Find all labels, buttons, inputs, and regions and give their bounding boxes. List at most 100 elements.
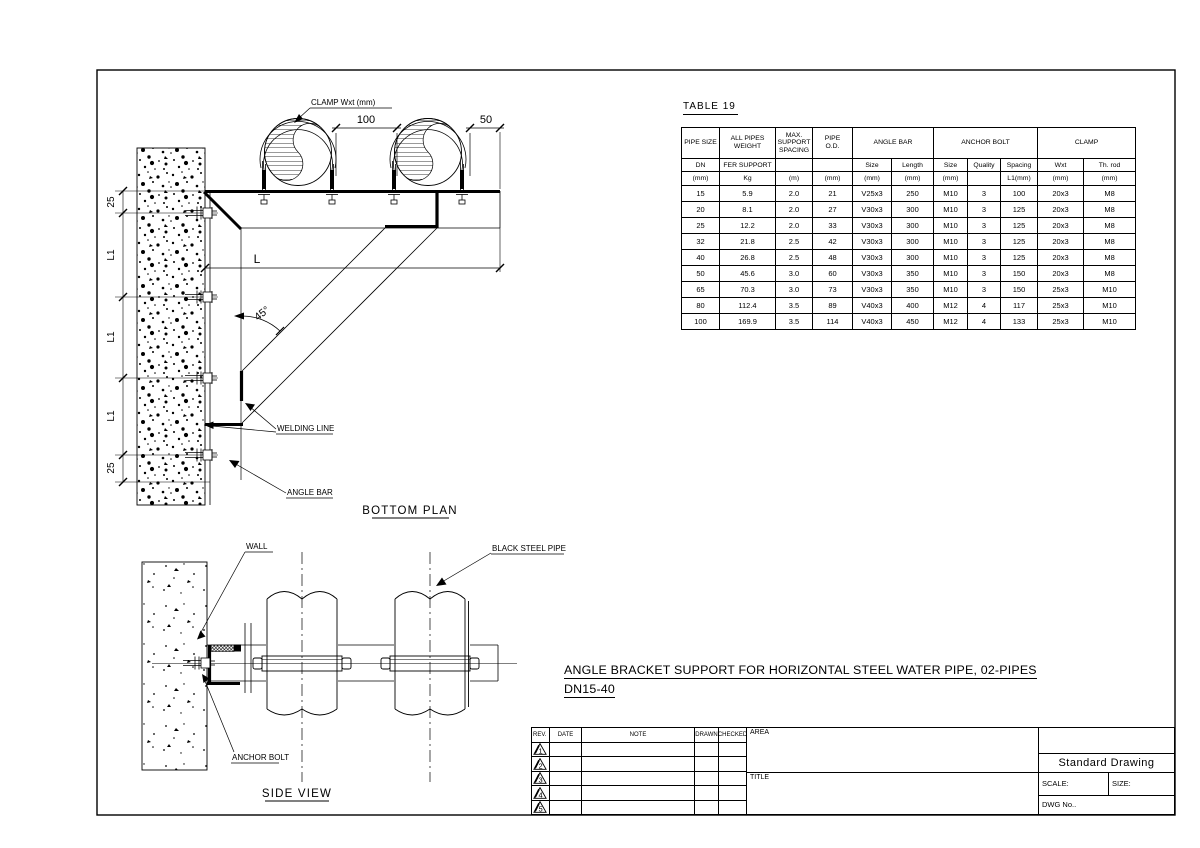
table-cell: 4 [967,313,1001,330]
rev-empty-cell [582,742,695,756]
table-cell: V40x3 [852,313,892,330]
column-subheader: Size [933,158,968,172]
revision-triangle-icon: 2 [533,757,547,770]
dim-l1-b: L1 [106,331,117,343]
table-cell: 112.4 [719,297,776,314]
table-cell: V30x3 [852,201,892,218]
table-cell: V30x3 [852,265,892,282]
table-cell: V25x3 [852,185,892,202]
standard-drawing-cell: Standard Drawing [1039,754,1174,773]
column-group-header: CLAMP [1037,127,1137,159]
dim-100: 100 [357,114,375,126]
rev-empty-cell [550,742,582,756]
scale-label: SCALE: [1042,779,1069,788]
table-cell: 3.5 [775,313,813,330]
table-cell: 125 [999,233,1039,250]
dim-25-top: 25 [106,196,117,208]
table-cell: 350 [891,265,934,282]
rev-empty-cell [550,771,582,785]
pipe-2-plan [387,118,469,205]
column-group-header: ANCHOR BOLT [932,127,1039,159]
rev-empty-cell [719,772,746,786]
table-cell: 26.8 [719,249,776,266]
column-unit: L1(mm) [999,171,1039,186]
table-cell: M10 [933,201,968,218]
table-cell: 133 [999,313,1039,330]
table-cell: 40 [681,249,720,266]
sheet-border [96,69,1176,816]
scale-cell: SCALE: [1039,773,1109,795]
column-unit: (mm) [1083,171,1137,186]
table-cell: 12.2 [719,217,776,234]
column-unit: Kg [719,171,776,186]
logo-cell [1039,728,1174,754]
table-cell: 100 [681,313,720,330]
table-cell: 117 [999,297,1039,314]
area-label: AREA [750,729,770,736]
column-unit: (mm) [681,171,720,186]
table-cell: 20x3 [1037,185,1085,202]
pipe-2-side [394,588,470,716]
table-cell: 300 [891,233,934,250]
dim-angle-45: 45° [252,304,272,323]
table-cell: 150 [999,265,1039,282]
column-subheader: Quality [967,158,1001,172]
table-cell: 2.5 [775,233,813,250]
column-unit: (mm) [933,171,968,186]
svg-text:4: 4 [539,790,543,799]
table-cell: 2.5 [775,249,813,266]
column-unit: (mm) [1037,171,1085,186]
table-cell: 300 [891,201,934,218]
wall-section [136,147,206,506]
table-cell: 50 [681,265,720,282]
column-group-header: PIPE SIZE [681,127,720,159]
table-cell: 89 [812,297,853,314]
table-cell: M8 [1083,185,1137,202]
table-cell: M10 [933,185,968,202]
table-cell: M8 [1083,249,1137,266]
revision-triangle-icon: 4 [533,786,547,799]
svg-text:1: 1 [539,747,543,756]
column-unit [967,171,1001,186]
table-cell: 8.1 [719,201,776,218]
svg-text:5: 5 [539,805,543,814]
table-cell: 3 [967,201,1001,218]
column-subheader: Spacing [999,158,1039,172]
rev-row: 5 [532,800,746,814]
pipe-hatch [394,118,452,181]
rev-empty-cell [695,757,719,771]
rev-header-drawn: DRAWN [695,728,719,742]
table-cell: 25x3 [1037,281,1085,298]
rev-empty-cell [582,786,695,800]
table-cell: 3.0 [775,265,813,282]
table-cell: 33 [812,217,853,234]
table-cell: 114 [812,313,853,330]
dwg-no-cell: DWG No.. [1039,796,1174,814]
table-cell: 3.5 [775,297,813,314]
rev-header-rev: REV. [532,728,550,742]
table-cell: 20x3 [1037,265,1085,282]
rev-row: 4 [532,786,746,801]
wall-section [141,561,208,771]
table-cell: M10 [933,249,968,266]
table-cell: M10 [933,233,968,250]
rev-row: 3 [532,771,746,786]
table-cell: M8 [1083,265,1137,282]
area-cell: AREA [747,728,1038,773]
table-cell: 300 [891,249,934,266]
rev-row: 2 [532,757,746,772]
size-label: SIZE: [1112,779,1131,788]
table-cell: 27 [812,201,853,218]
welding-line-label: WELDING LINE [277,424,334,433]
table-cell: 48 [812,249,853,266]
table-cell: 80 [681,297,720,314]
table-cell: 350 [891,281,934,298]
table-cell: 100 [999,185,1039,202]
table-cell: 21.8 [719,233,776,250]
column-subheader: DN [681,158,720,172]
